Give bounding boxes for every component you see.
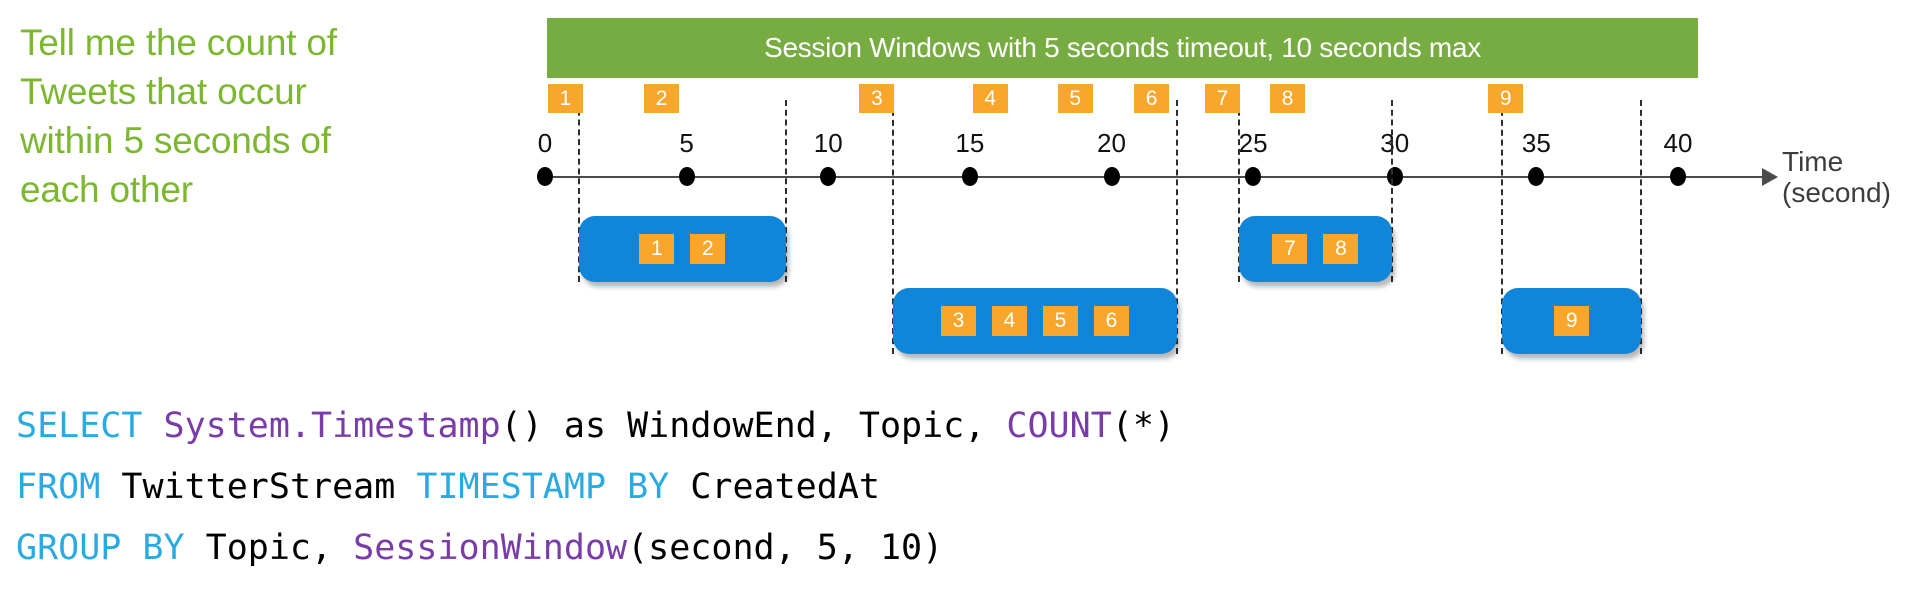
code-token: (*) (1111, 406, 1175, 446)
event-marker: 6 (1134, 84, 1170, 113)
event-chip: 9 (1554, 306, 1590, 336)
window-boundary-dash (1501, 100, 1504, 354)
event-marker: 9 (1488, 84, 1524, 113)
tick-label: 25 (1238, 128, 1268, 158)
timeline-axis (538, 176, 1766, 178)
tick-label: 40 (1663, 128, 1693, 158)
window-boundary-dash (784, 100, 787, 282)
session-window-banner: Session Windows with 5 seconds timeout, … (547, 18, 1698, 78)
event-marker: 3 (859, 84, 895, 113)
event-chip: 8 (1323, 234, 1359, 264)
code-token (142, 406, 163, 446)
timeline-dot (820, 167, 837, 186)
code-token: SessionWindow (353, 528, 628, 568)
tick-label: 35 (1521, 128, 1551, 158)
event-chip: 7 (1272, 234, 1308, 264)
timeline-dot (537, 167, 553, 186)
window-boundary-dash (1640, 100, 1643, 354)
code-token: Topic, (184, 528, 354, 568)
code-token: CreatedAt (669, 467, 880, 507)
code-line: FROM TwitterStream TIMESTAMP BY CreatedA… (16, 457, 1175, 518)
code-token: () as WindowEnd, Topic, (500, 406, 1007, 446)
window-boundary-dash (1175, 100, 1178, 354)
code-line: GROUP BY Topic, SessionWindow(second, 5,… (16, 518, 1175, 579)
tick-label: 0 (537, 128, 553, 158)
prompt-text: Tell me the count of Tweets that occur w… (20, 22, 337, 210)
code-token: TIMESTAMP BY (416, 467, 670, 507)
event-marker: 7 (1204, 84, 1240, 113)
timeline-dot (961, 167, 978, 186)
event-chip: 5 (1043, 306, 1079, 336)
event-marker: 5 (1057, 84, 1093, 113)
window-boundary-dash (577, 100, 580, 282)
tick-label: 5 (679, 128, 694, 158)
event-marker: 1 (547, 84, 583, 113)
timeline-dot (1670, 167, 1686, 186)
timeline-arrowhead-icon (1762, 168, 1778, 186)
axis-label-unit: (second) (1782, 177, 1891, 208)
timeline-dot (1528, 167, 1545, 186)
window-boundary-dash (892, 100, 895, 354)
timeline-dot (1386, 167, 1403, 186)
tick-label: 15 (955, 128, 985, 158)
tick-label: 10 (813, 128, 843, 158)
axis-label-title: Time (1782, 146, 1844, 177)
code-token: System.Timestamp (163, 406, 501, 446)
session-window: 9 (1502, 288, 1642, 354)
event-chip: 6 (1094, 306, 1130, 336)
timeline-dot (1245, 167, 1262, 186)
event-chip: 3 (941, 306, 977, 336)
tick-label: 30 (1380, 128, 1410, 158)
window-boundary-dash (1237, 100, 1240, 282)
event-chip: 1 (639, 234, 675, 264)
window-boundary-dash (1390, 100, 1393, 282)
sql-query: SELECT System.Timestamp() as WindowEnd, … (16, 396, 1175, 579)
event-marker: 4 (972, 84, 1008, 113)
code-line: SELECT System.Timestamp() as WindowEnd, … (16, 396, 1175, 457)
event-marker: 2 (644, 84, 680, 113)
axis-label: Time (second) (1782, 146, 1891, 208)
tick-label: 20 (1097, 128, 1126, 158)
event-chip: 4 (992, 306, 1028, 336)
code-token: GROUP BY (16, 528, 185, 568)
code-token: COUNT (1006, 406, 1112, 446)
code-token: SELECT (16, 406, 143, 446)
event-chip: 2 (690, 234, 726, 264)
code-token: TwitterStream (100, 467, 417, 507)
code-token: FROM (16, 467, 101, 507)
timeline-dot (1103, 167, 1120, 186)
code-token: (second, 5, 10) (627, 528, 944, 568)
event-marker: 8 (1270, 84, 1306, 113)
timeline-dot (678, 167, 695, 186)
